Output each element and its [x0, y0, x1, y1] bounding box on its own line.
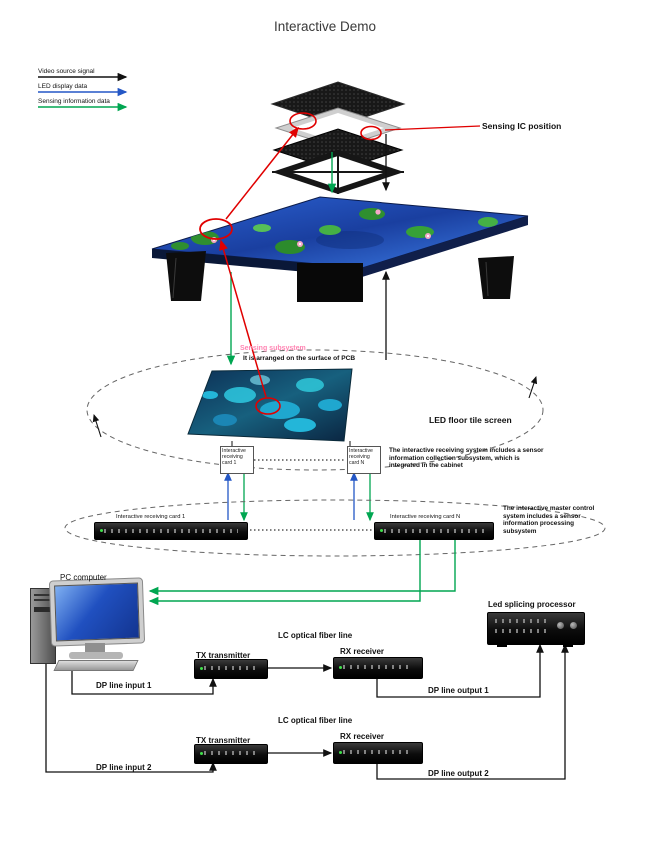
green-rackn-to-pc-1	[148, 539, 456, 596]
pc-monitor	[48, 577, 146, 647]
rx-led	[339, 750, 342, 754]
receiving-card-1-rack	[94, 522, 248, 540]
dashed-ring-master	[64, 499, 606, 557]
processor-vents	[495, 619, 550, 623]
tile-center-box	[297, 263, 363, 302]
rx-led	[339, 665, 342, 669]
receiving-card-n-rack	[374, 522, 494, 540]
tile-leg-right	[478, 256, 514, 299]
processor-knob	[557, 622, 564, 629]
pc-keyboard	[53, 660, 139, 671]
dp-output-2-line	[376, 643, 569, 780]
rx-receiver-1-device	[333, 657, 423, 679]
tx-2-label: TX transmitter	[196, 736, 251, 745]
red-arrow-pcb-to-tile	[219, 239, 267, 398]
dp-input-2-line	[45, 663, 217, 773]
exploded-led-layers	[270, 81, 406, 194]
power-led	[380, 529, 383, 533]
rack-n-label: Interactive receiving card N	[390, 514, 461, 520]
legend-sensing-data: Sensing information data	[38, 98, 110, 105]
dp-input-1-label: DP line input 1	[96, 681, 152, 690]
legend-video-signal: Video source signal	[38, 68, 95, 75]
dp-output-1-line	[376, 643, 544, 698]
tx-led	[200, 666, 203, 670]
led-splicing-processor-device	[487, 612, 585, 645]
rack-1-label: Interactive receiving card 1	[116, 514, 186, 520]
led-floor-tile-screen-label: LED floor tile screen	[429, 415, 512, 425]
receiving-card-n-box: Interactive receiving card N	[347, 446, 381, 474]
pc-computer-label: PC computer	[60, 573, 107, 582]
page-title: Interactive Demo	[273, 19, 377, 34]
processor-vents	[495, 629, 550, 633]
tile-leg-left	[166, 251, 206, 301]
receiving-system-note: The interactive receiving system include…	[389, 447, 544, 470]
dashed-ring-receiving	[86, 349, 544, 471]
rx-ports	[343, 750, 413, 755]
rack-ports	[384, 528, 484, 533]
dp-input-2-label: DP line input 2	[96, 763, 152, 772]
tx-1-label: TX transmitter	[196, 651, 251, 660]
red-circle-tile	[199, 218, 233, 240]
red-highlights	[199, 112, 481, 415]
tx-led	[200, 751, 203, 755]
red-arrow-tile-to-layer	[225, 126, 299, 220]
legend-led-data: LED display data	[38, 83, 88, 90]
sensing-pcb-screen	[187, 368, 353, 442]
rx-2-label: RX receiver	[340, 732, 385, 741]
lc-fiber-2-label: LC optical fiber line	[278, 716, 353, 725]
red-circle-pcb	[255, 397, 281, 415]
pc-screen	[54, 582, 140, 642]
master-system-note: The interactive master control system in…	[503, 505, 595, 536]
red-circle-layer-b	[360, 125, 382, 141]
processor-foot	[563, 643, 573, 647]
power-led	[100, 529, 103, 533]
tx-ports	[204, 751, 258, 756]
tx-transmitter-1-device	[194, 659, 268, 679]
rx-ports	[343, 665, 413, 670]
pcb-note: It is arranged on the surface of PCB	[243, 355, 356, 362]
tx-transmitter-2-device	[194, 744, 268, 764]
tile-right-edge	[362, 216, 528, 277]
pc-base	[69, 652, 123, 659]
green-rackn-to-pc-2	[148, 539, 421, 606]
red-circle-layer-a	[289, 112, 317, 130]
led-splicing-processor-label: Led splicing processor	[488, 600, 576, 609]
sensing-ic-position-label: Sensing IC position	[482, 121, 562, 131]
processor-foot	[497, 643, 507, 647]
dp-output-1-label: DP line output 1	[428, 686, 489, 695]
rx-1-label: RX receiver	[340, 647, 385, 656]
tx-ports	[204, 666, 258, 671]
dp-input-1-line	[71, 670, 217, 695]
processor-knob	[570, 622, 577, 629]
legend-arrows	[38, 72, 128, 112]
receiving-card-1-box: Interactive receiving card 1	[220, 446, 254, 474]
rack-ports	[104, 528, 238, 533]
lc-fiber-1-label: LC optical fiber line	[278, 631, 353, 640]
pc-stand	[85, 643, 105, 653]
led-floor-tile	[151, 196, 529, 302]
sensing-subsystem-label: Sensing subsystem	[240, 345, 306, 352]
dp-output-2-label: DP line output 2	[428, 769, 489, 778]
rx-receiver-2-device	[333, 742, 423, 764]
